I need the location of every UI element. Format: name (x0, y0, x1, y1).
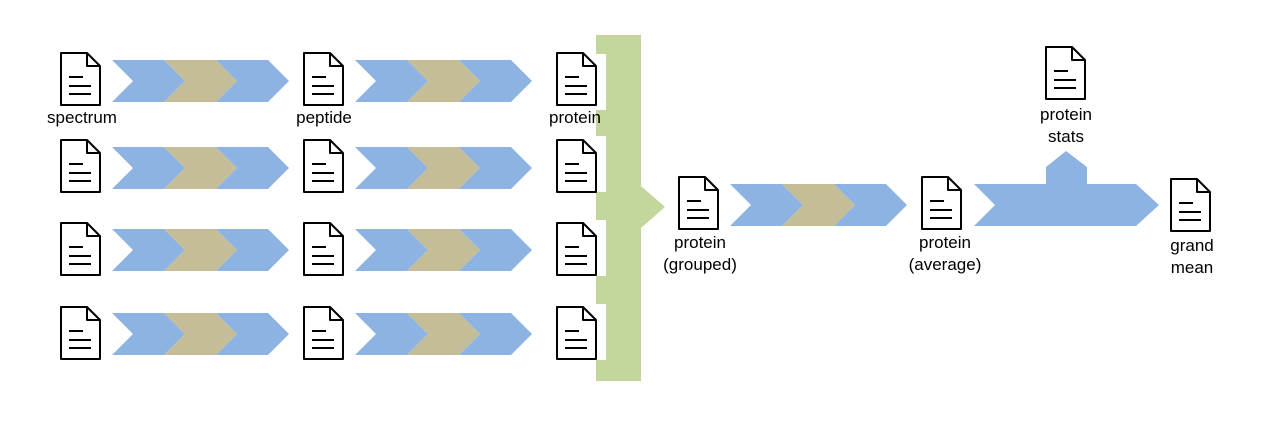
row4-b-chevron-3 (459, 313, 532, 355)
document-icon-r1-c2 (303, 52, 344, 106)
row3-b-chevron-2 (407, 229, 480, 271)
row2-a-chevron-1 (112, 147, 185, 189)
document-icon-r2-c3 (556, 139, 597, 193)
label-grand-mean-line2: mean (1170, 258, 1214, 277)
document-icon-r4-c1 (60, 306, 101, 360)
row1-a-chevron-3 (216, 60, 289, 102)
merge-bracket (596, 35, 665, 381)
document-icon-r4-c3 (556, 306, 597, 360)
row1-b-chevron-3 (459, 60, 532, 102)
label-peptide: peptide (296, 108, 352, 127)
document-icon-grand-mean (1170, 178, 1211, 232)
grouped-to-average-chevron-1 (730, 184, 803, 226)
label-protein-stats-line1: protein (1040, 105, 1092, 124)
label-protein-grouped: protein (grouped) (650, 232, 750, 276)
label-protein-average: protein (average) (895, 232, 995, 276)
row2-a-chevron-3 (216, 147, 289, 189)
row1-b-chevron-2 (407, 60, 480, 102)
row3-b-chevron-3 (459, 229, 532, 271)
row4-a-chevron-3 (216, 313, 289, 355)
label-protein-grouped-line2: (grouped) (663, 255, 737, 274)
row2-a-chevron-2 (164, 147, 237, 189)
row1-a-chevron-1 (112, 60, 185, 102)
document-icon-r3-c2 (303, 222, 344, 276)
grouped-to-average-chevron-2 (782, 184, 855, 226)
label-protein: protein (549, 108, 601, 127)
document-icon-r2-c1 (60, 139, 101, 193)
row2-b-chevron-3 (459, 147, 532, 189)
label-protein-stats: protein stats (1026, 104, 1106, 148)
row3-b-chevron-1 (355, 229, 428, 271)
label-protein-average-line1: protein (919, 233, 971, 252)
document-icon-r1-c1 (60, 52, 101, 106)
document-icon-r3-c1 (60, 222, 101, 276)
document-icon-r4-c2 (303, 306, 344, 360)
row1-a-chevron-2 (164, 60, 237, 102)
document-icon-r3-c3 (556, 222, 597, 276)
label-grand-mean-line1: grand (1170, 236, 1214, 255)
grouped-to-average-chevron-3 (834, 184, 907, 226)
row3-a-chevron-1 (112, 229, 185, 271)
document-icon-protein-average (921, 176, 962, 230)
label-protein-average-line2: (average) (908, 255, 982, 274)
label-spectrum: spectrum (47, 108, 117, 127)
document-icon-r2-c2 (303, 139, 344, 193)
document-icon-protein-stats (1045, 46, 1086, 100)
label-protein-grouped-line1: protein (674, 233, 726, 252)
row2-b-chevron-1 (355, 147, 428, 189)
row4-b-chevron-2 (407, 313, 480, 355)
row4-a-chevron-1 (112, 313, 185, 355)
stats-arrow (974, 151, 1159, 226)
row1-b-chevron-1 (355, 60, 428, 102)
row4-b-chevron-1 (355, 313, 428, 355)
row3-a-chevron-2 (164, 229, 237, 271)
row2-b-chevron-2 (407, 147, 480, 189)
label-protein-stats-line2: stats (1048, 127, 1084, 146)
label-grand-mean: grand mean (1152, 235, 1232, 279)
row4-a-chevron-2 (164, 313, 237, 355)
row3-a-chevron-3 (216, 229, 289, 271)
document-icon-protein-grouped (678, 176, 719, 230)
document-icon-r1-c3 (556, 52, 597, 106)
